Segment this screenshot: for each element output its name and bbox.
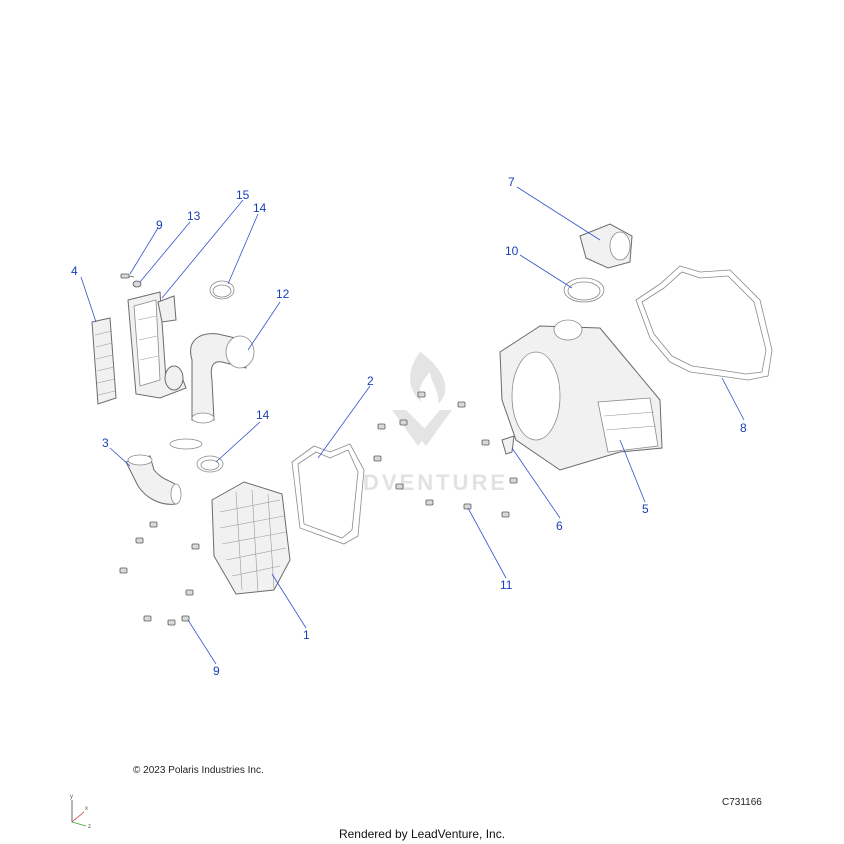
callout-2[interactable]: 2	[367, 374, 374, 388]
callout-14-lower[interactable]: 14	[256, 408, 270, 422]
leader-lines	[80, 186, 745, 665]
callout-8[interactable]: 8	[740, 421, 747, 435]
rendered-by-text: Rendered by LeadVenture, Inc.	[338, 827, 506, 841]
axis-triad: y x z	[70, 794, 91, 830]
callout-7[interactable]: 7	[508, 175, 515, 189]
part-15-intake-duct	[127, 291, 187, 399]
part-12-elbow-hose	[190, 333, 255, 424]
callout-11[interactable]: 11	[500, 578, 513, 592]
callout-3[interactable]: 3	[102, 436, 109, 450]
callout-4[interactable]: 4	[71, 264, 78, 278]
diagram-part-number: C731166	[722, 797, 762, 808]
part-1-airbox-cover	[211, 481, 291, 595]
callout-6[interactable]: 6	[556, 519, 563, 533]
part-3-boot	[125, 454, 182, 505]
part-14-clamp-lower	[169, 438, 224, 473]
part-14-clamp-top	[209, 280, 235, 300]
part-10-clamp	[563, 277, 605, 303]
axis-y-label: y	[70, 794, 73, 800]
part-2-gasket	[291, 443, 365, 545]
callout-9-top[interactable]: 9	[156, 218, 163, 232]
callout-12[interactable]: 12	[276, 287, 290, 301]
part-8-gasket-seal	[635, 265, 773, 381]
axis-z-label: z	[88, 824, 91, 830]
callouts: 1 2 3 4 5 6 7 8 9 9 10 11 12 13 14 14 15	[71, 175, 747, 678]
callout-13[interactable]: 13	[187, 209, 201, 223]
callout-1[interactable]: 1	[303, 628, 310, 642]
callout-5[interactable]: 5	[642, 502, 649, 516]
part-6-drain	[501, 435, 515, 455]
part-13-washer	[132, 280, 142, 288]
part-7-intake-elbow	[579, 223, 633, 269]
callout-10[interactable]: 10	[505, 244, 519, 258]
part-9-screw-top	[120, 273, 135, 279]
callout-15[interactable]: 15	[236, 188, 250, 202]
fasteners-group	[119, 391, 518, 626]
callout-14-top[interactable]: 14	[253, 201, 267, 215]
axis-x-label: x	[85, 806, 88, 812]
part-5-airbox-housing	[499, 319, 663, 471]
part-4-grille	[91, 317, 117, 405]
callout-9-bottom[interactable]: 9	[213, 664, 220, 678]
copyright-text: © 2023 Polaris Industries Inc.	[133, 765, 264, 776]
